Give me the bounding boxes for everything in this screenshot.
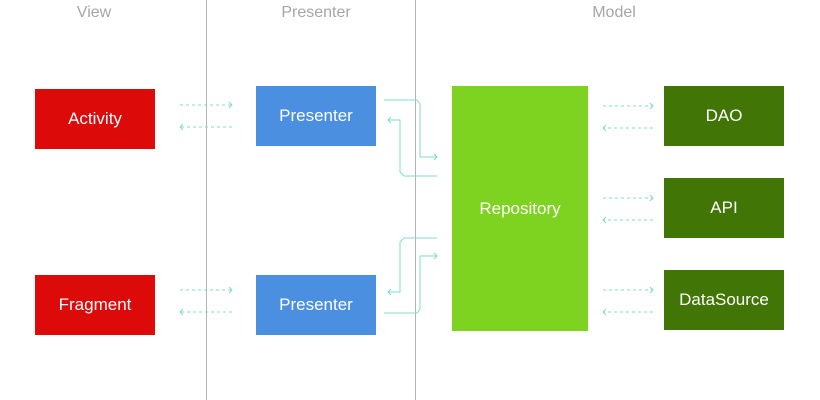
repository-node[interactable]: Repository — [452, 86, 588, 331]
repository-dao-connector-back-arrow — [602, 124, 607, 132]
repository-datasource-connector-back-arrow — [602, 308, 607, 316]
api-node[interactable]: API — [664, 178, 784, 238]
api-label: API — [710, 198, 738, 217]
datasource-label: DataSource — [679, 290, 769, 309]
presenter-top-node[interactable]: Presenter — [256, 86, 376, 146]
activity-presenter-connector-forward-arrow — [228, 101, 233, 109]
presenter-top-label: Presenter — [279, 106, 353, 125]
presenter-top-in-line — [388, 119, 437, 177]
fragment-presenter-connector-back-arrow — [179, 308, 184, 316]
presenter-bottom-label: Presenter — [279, 295, 353, 314]
repository-dao-connector-forward-arrow — [649, 102, 654, 110]
view-presenter-divider — [206, 0, 207, 400]
activity-label: Activity — [68, 109, 122, 128]
presenter-bottom-out-line — [388, 237, 437, 293]
presenter-bottom-in-arrow — [433, 252, 438, 260]
fragment-node[interactable]: Fragment — [35, 275, 155, 335]
model-column-title: Model — [592, 4, 636, 21]
repository-datasource-connector-forward-arrow — [649, 286, 654, 294]
presenter-bottom-out-arrow — [387, 288, 392, 296]
fragment-presenter-connector-forward-arrow — [228, 286, 233, 294]
presenter-column-title: Presenter — [281, 4, 351, 21]
view-column-title: View — [76, 4, 112, 21]
dao-label: DAO — [705, 106, 743, 125]
repository-api-connector-forward-arrow — [649, 194, 654, 202]
activity-presenter-connector-back-arrow — [179, 123, 184, 131]
datasource-node[interactable]: DataSource — [664, 270, 784, 330]
presenter-model-divider — [415, 0, 416, 400]
presenter-top-out-arrow — [433, 153, 438, 161]
repository-api-connector-back-arrow — [602, 216, 607, 224]
activity-node[interactable]: Activity — [35, 89, 155, 149]
presenter-top-in-arrow — [387, 116, 392, 124]
presenter-top-out-line — [384, 99, 437, 158]
presenter-bottom-in-line — [384, 255, 437, 314]
fragment-label: Fragment — [58, 295, 132, 314]
dao-node[interactable]: DAO — [664, 86, 784, 146]
repository-label: Repository — [479, 198, 561, 218]
presenter-bottom-node[interactable]: Presenter — [256, 275, 376, 335]
